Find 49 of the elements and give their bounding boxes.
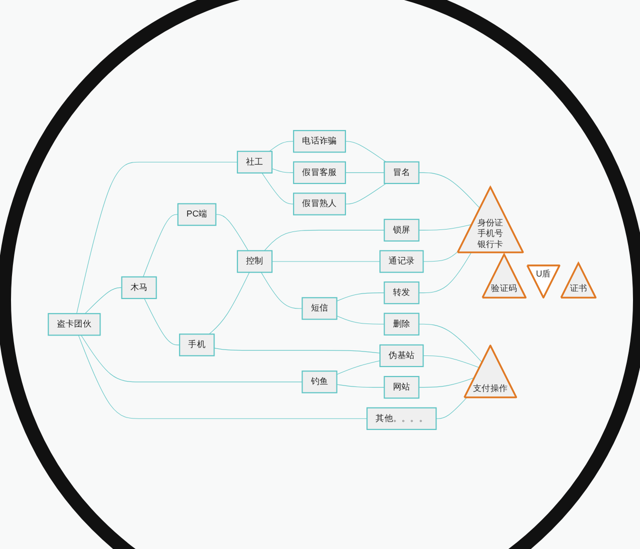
node-box: 盗卡团伙 — [48, 313, 101, 336]
connector — [336, 292, 385, 302]
connector — [78, 334, 368, 419]
node-box: 冒名 — [384, 161, 420, 184]
node-box: 钓鱼 — [302, 370, 338, 394]
connector — [422, 355, 480, 368]
node-box: 锁屏 — [384, 218, 420, 242]
node-box: 删除 — [384, 312, 420, 336]
connector — [422, 250, 460, 262]
connector — [336, 316, 385, 324]
node-box: 假冒熟人 — [293, 192, 346, 216]
node-box: 通记录 — [379, 250, 424, 273]
connector — [418, 224, 472, 230]
node-box: 网站 — [384, 376, 420, 399]
connector — [345, 141, 386, 162]
node-box: 短信 — [302, 297, 338, 320]
connector — [76, 162, 238, 314]
node-box: 木马 — [121, 276, 157, 300]
connector — [269, 141, 294, 152]
node-box: 伪基站 — [379, 344, 424, 368]
connector — [336, 384, 385, 388]
connector — [336, 360, 380, 375]
connector — [418, 377, 476, 388]
connector — [142, 214, 178, 278]
connector — [84, 287, 122, 314]
connector — [144, 298, 180, 346]
connector — [214, 348, 380, 354]
node-box: 其他。。。。 — [366, 407, 437, 430]
connector — [418, 252, 472, 294]
connector — [436, 397, 468, 419]
node-box: 控制 — [236, 250, 273, 273]
node-box: 社工 — [236, 150, 273, 174]
connector — [260, 272, 302, 309]
connector — [272, 261, 380, 262]
node-box: 手机 — [179, 334, 215, 356]
connector — [216, 214, 249, 251]
node-box: 转发 — [384, 281, 420, 304]
connector — [345, 183, 386, 204]
connector — [272, 168, 294, 173]
connector — [345, 172, 385, 173]
connector — [418, 172, 480, 209]
connector — [80, 334, 302, 382]
connector — [262, 172, 294, 204]
node-box: 假冒客服 — [293, 161, 346, 184]
connector — [208, 272, 250, 334]
connector — [418, 324, 482, 363]
node-box: PC端 — [177, 203, 216, 226]
node-box: 电话诈骗 — [293, 130, 346, 153]
connector — [264, 230, 385, 251]
